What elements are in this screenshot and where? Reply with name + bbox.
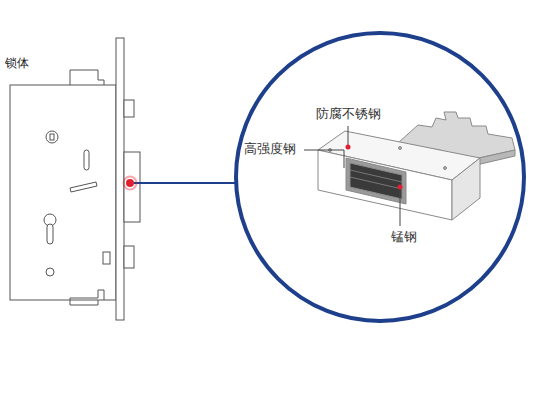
tab	[103, 252, 110, 264]
red-dot	[126, 179, 134, 187]
latch	[124, 100, 134, 117]
leader-high-strength	[304, 150, 344, 168]
aux-latch	[124, 246, 134, 268]
block-front	[318, 150, 452, 220]
material-label: 高强度钢	[244, 141, 296, 157]
spindle-square	[50, 134, 54, 140]
bottom-hook	[70, 290, 104, 300]
leader-lines	[304, 126, 400, 226]
rivet	[399, 147, 402, 150]
lock-body	[10, 38, 140, 320]
slot-outer	[346, 158, 406, 204]
material-label: 锰钢	[391, 229, 417, 245]
steel-layers	[350, 163, 402, 199]
bottom-hook-lip	[70, 300, 98, 305]
rivet	[444, 167, 447, 170]
keyhole-slot	[47, 224, 53, 244]
lock-case	[10, 85, 116, 300]
marker-dot	[346, 145, 351, 150]
slot	[84, 150, 89, 170]
zoom-line	[134, 182, 236, 184]
leader-manganese	[400, 189, 401, 226]
marker-dot	[398, 185, 403, 190]
bolt-part	[318, 112, 515, 220]
faceplate	[116, 38, 124, 320]
screw-hole	[46, 268, 54, 276]
leader-stainless	[348, 126, 349, 145]
red-dot-halo	[124, 177, 137, 190]
layer-lines	[350, 170, 402, 189]
deadbolt	[124, 152, 140, 222]
zoom-circle	[236, 33, 524, 321]
block-side	[452, 158, 480, 220]
spindle-hole	[46, 131, 58, 143]
inclined-slot	[70, 182, 97, 192]
part-name: 锁体	[5, 56, 29, 70]
material-label: 防腐不锈钢	[316, 106, 381, 122]
